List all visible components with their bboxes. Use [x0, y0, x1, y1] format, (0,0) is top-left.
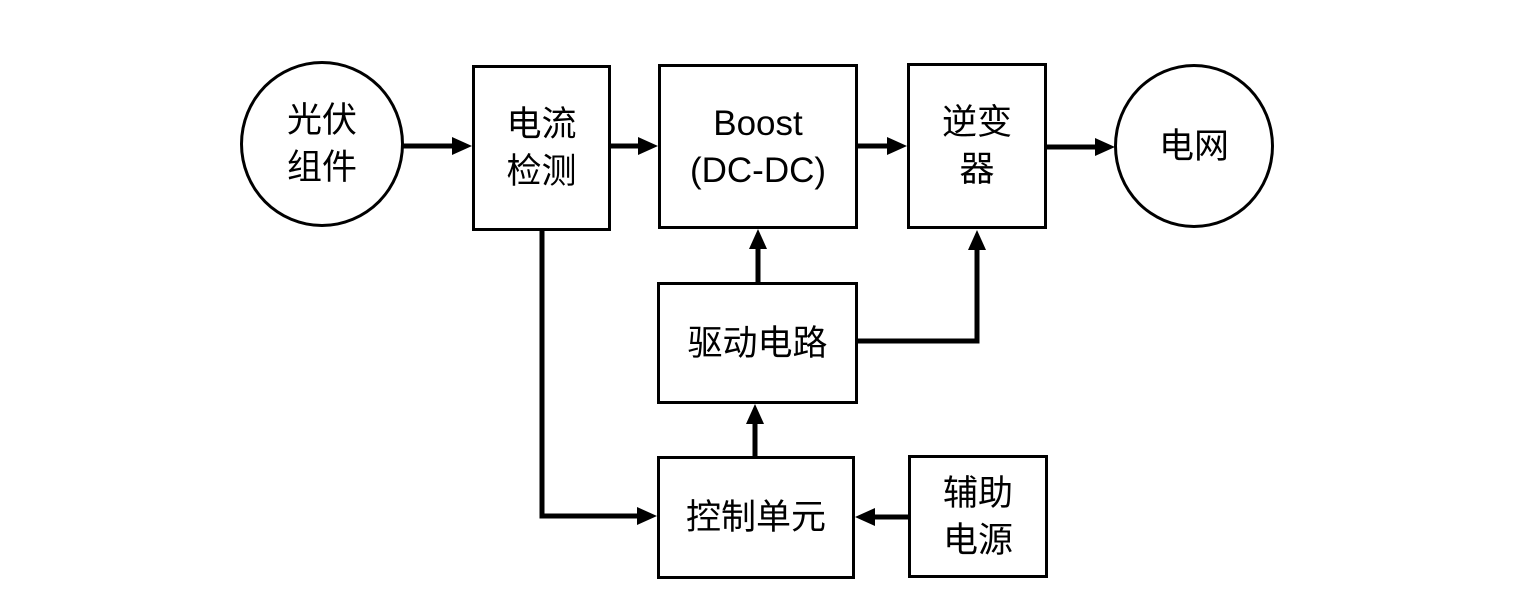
node-inverter-label: 逆变 器 — [941, 103, 1012, 189]
node-grid-label: 电网 — [1158, 126, 1229, 166]
edge-boost-to-inverter-arrowhead — [887, 137, 907, 155]
node-drive-circuit-label: 驱动电路 — [687, 323, 828, 363]
node-pv-module-label: 光伏 组件 — [286, 101, 357, 187]
edge-current-to-control-arrowhead — [637, 507, 657, 525]
node-boost-dcdc: Boost (DC-DC) — [658, 64, 858, 229]
node-control-unit-label: 控制单元 — [685, 498, 826, 537]
node-current-detection: 电流 检测 — [472, 65, 611, 231]
edge-drive-to-boost-arrowhead — [749, 229, 767, 249]
node-aux-power: 辅助 电源 — [908, 455, 1048, 578]
node-control-unit: 控制单元 — [657, 456, 855, 579]
node-inverter: 逆变 器 — [907, 63, 1047, 229]
node-grid: 电网 — [1114, 64, 1274, 228]
edge-current-to-control-line — [539, 231, 641, 519]
node-boost-dcdc-label: Boost (DC-DC) — [689, 103, 827, 190]
node-drive-circuit: 驱动电路 — [657, 282, 858, 404]
edge-inverter-to-grid-arrowhead — [1095, 138, 1115, 156]
edge-control-to-drive-arrowhead — [746, 404, 764, 424]
node-aux-power-label: 辅助 电源 — [942, 473, 1013, 560]
edge-drive-to-inverter-arrowhead — [968, 230, 986, 250]
edge-drive-to-inverter-line — [858, 246, 980, 344]
edge-pv-to-current-arrowhead — [452, 137, 472, 155]
node-current-detection-label: 电流 检测 — [506, 105, 577, 191]
edge-current-to-boost-arrowhead — [638, 137, 658, 155]
edge-aux-to-control-arrowhead — [855, 508, 875, 526]
node-pv-module: 光伏 组件 — [240, 61, 404, 227]
